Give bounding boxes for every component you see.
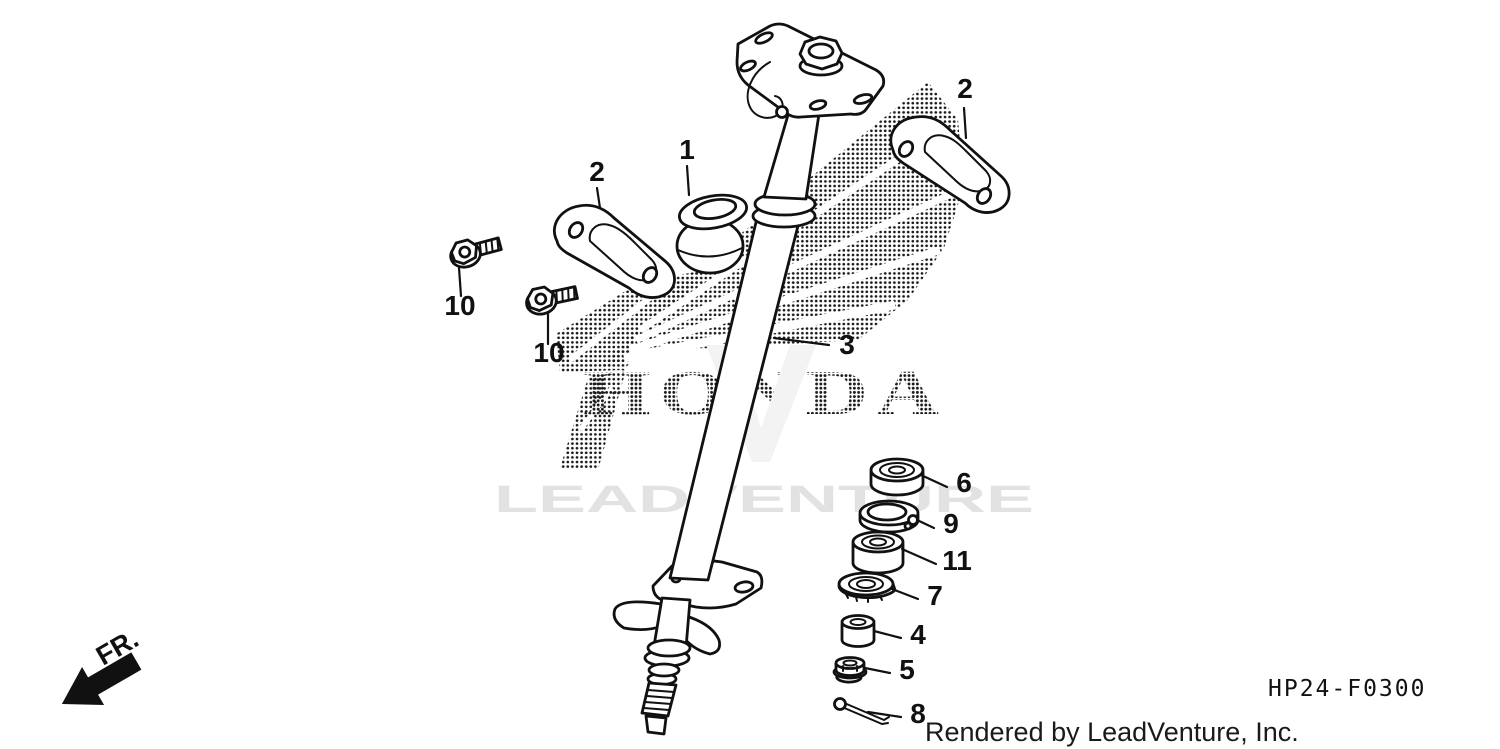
retainer-clip-eye xyxy=(775,105,789,119)
washer-opening xyxy=(866,502,908,522)
seal-face xyxy=(837,571,895,597)
callout-10-lower[interactable]: 10 xyxy=(533,337,564,368)
part-bushing xyxy=(675,193,748,275)
callout-2-left[interactable]: 2 xyxy=(589,156,605,187)
leader-1 xyxy=(685,164,691,197)
collar-face xyxy=(840,614,876,630)
leader-lines xyxy=(457,106,968,719)
leader-2-left xyxy=(595,186,602,210)
part-bolt-lower xyxy=(525,285,579,316)
seal-race xyxy=(848,576,884,592)
clamp-left-body xyxy=(552,203,676,299)
bearing-seat-upper xyxy=(646,638,692,658)
callout-8[interactable]: 8 xyxy=(910,698,926,729)
clamp-left-hole-2 xyxy=(641,266,659,284)
leader-7 xyxy=(890,587,920,601)
bearing-upper-race xyxy=(879,462,915,478)
clamp-right-hole-1 xyxy=(897,140,915,158)
bearing-lower-race xyxy=(861,534,895,550)
part-dust-seal xyxy=(837,571,897,603)
bolt-upper-head-mark xyxy=(458,245,472,259)
shaft-right-wing xyxy=(682,614,721,656)
clamp-right-hole-2 xyxy=(975,187,993,205)
part-bearing-lower xyxy=(851,530,905,575)
callout-10-upper[interactable]: 10 xyxy=(444,290,475,321)
part-steering-shaft xyxy=(612,22,886,736)
leader-4 xyxy=(872,629,903,640)
seal-rim-ticks xyxy=(845,593,883,603)
bushing-bore xyxy=(692,198,738,220)
bottom-plate-hole xyxy=(733,580,755,594)
bolt-lower-head-mark xyxy=(534,292,548,306)
leader-9 xyxy=(915,518,936,530)
leader-3 xyxy=(772,336,831,347)
leader-6 xyxy=(919,473,949,489)
clamp-left-saddle xyxy=(588,223,658,282)
callout-11[interactable]: 11 xyxy=(942,545,972,576)
retainer-clip xyxy=(746,61,784,119)
callout-3[interactable]: 3 xyxy=(839,329,855,360)
callout-4[interactable]: 4 xyxy=(910,619,926,650)
bracket-hole-4 xyxy=(852,93,874,105)
bracket-hole-2 xyxy=(739,59,757,73)
castle-nut-face xyxy=(834,656,866,670)
castle-nut-bore xyxy=(842,659,858,667)
collar-side xyxy=(840,622,876,648)
spline-hatching xyxy=(643,689,675,711)
bracket-hole-1 xyxy=(754,31,774,45)
part-castle-nut xyxy=(832,656,868,684)
bracket-hole-3 xyxy=(808,99,828,111)
callout-9[interactable]: 9 xyxy=(943,508,959,539)
callouts: 1 2 2 3 10 10 6 9 11 7 4 5 8 xyxy=(444,73,972,729)
part-retainer-washer xyxy=(858,499,920,534)
part-bearing-upper xyxy=(869,457,925,497)
cotter-pin-body xyxy=(841,701,890,725)
render-credit: Rendered by LeadVenture, Inc. xyxy=(925,717,1299,747)
part-cotter-pin xyxy=(833,697,890,725)
part-collar xyxy=(840,614,876,648)
leader-5 xyxy=(863,666,892,675)
part-clamp-left xyxy=(552,203,676,299)
leader-10-upper xyxy=(457,266,463,298)
bearing-upper-bore xyxy=(888,465,906,475)
front-arrow-icon xyxy=(61,652,142,706)
part-bolt-upper xyxy=(449,236,503,269)
castle-nut-slots xyxy=(842,665,858,672)
clamp-left-hole-1 xyxy=(567,221,585,239)
clamp-right-body xyxy=(889,115,1011,214)
callout-6[interactable]: 6 xyxy=(956,467,972,498)
leader-11 xyxy=(900,547,938,566)
cotter-pin-head xyxy=(833,697,847,711)
callout-7[interactable]: 7 xyxy=(927,580,943,611)
leader-2-right xyxy=(962,106,968,140)
seal-bore xyxy=(856,579,876,589)
collar-bore xyxy=(849,618,867,626)
leader-8 xyxy=(866,710,903,719)
callout-2-right[interactable]: 2 xyxy=(957,73,973,104)
bushing-seam xyxy=(677,247,743,258)
clamp-right-saddle xyxy=(923,134,992,193)
callout-5[interactable]: 5 xyxy=(899,654,915,685)
shaft-spline-section xyxy=(640,681,678,718)
shaft-left-wing xyxy=(612,600,664,631)
part-clamp-right xyxy=(889,115,1011,214)
stem-ring-upper xyxy=(647,662,681,678)
wing-root xyxy=(556,270,706,372)
callout-1[interactable]: 1 xyxy=(679,134,695,165)
figure-code: HP24-F0300 xyxy=(1268,676,1426,702)
washer-tab-hole xyxy=(903,521,913,531)
shaft-tip xyxy=(644,714,668,736)
front-direction-indicator: FR. xyxy=(61,623,144,706)
hex-nut-bore xyxy=(807,42,835,60)
bearing-lower-bore xyxy=(869,537,887,547)
